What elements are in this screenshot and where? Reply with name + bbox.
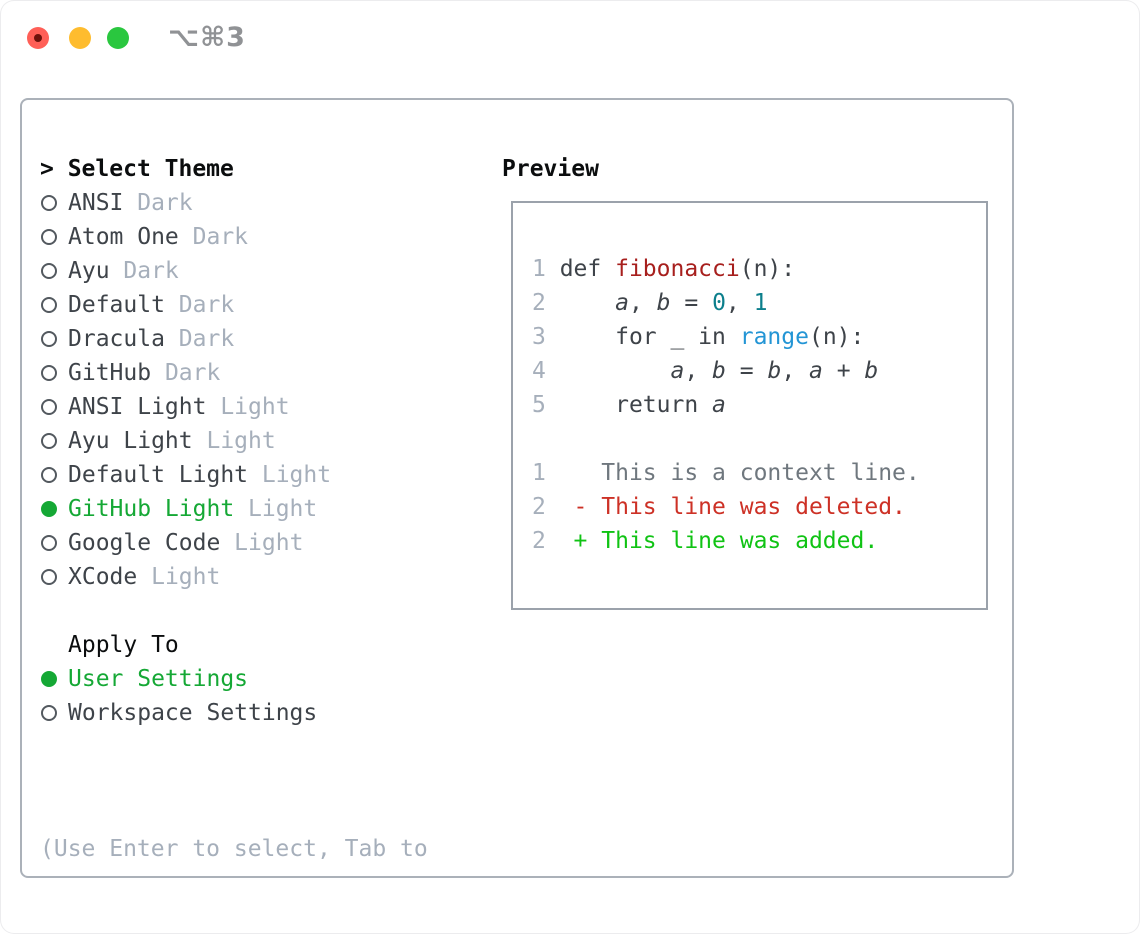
apply-option[interactable]: User Settings <box>40 662 317 696</box>
code-line-5: 5 return a <box>532 392 726 418</box>
close-button[interactable] <box>27 27 49 49</box>
code-line-3: 3 for _ in range(n): <box>532 324 865 350</box>
diff-deleted-line: 2 - This line was deleted. <box>532 494 906 520</box>
theme-option-label: Atom One <box>68 224 179 250</box>
radio-selected-icon <box>41 671 57 687</box>
theme-option[interactable]: GitHub Dark <box>40 356 331 390</box>
theme-option-variant: Light <box>220 530 304 556</box>
radio-icon <box>41 331 57 347</box>
theme-option-variant: Dark <box>123 190 193 216</box>
theme-option-variant: Light <box>192 428 276 454</box>
blank-line <box>532 422 920 456</box>
code-line-2: 2 a, b = 0, 1 <box>532 290 768 316</box>
theme-option[interactable]: XCode Light <box>40 560 331 594</box>
theme-option[interactable]: Default Dark <box>40 288 331 322</box>
radio-icon <box>41 399 57 415</box>
theme-option[interactable]: Default Light Light <box>40 458 331 492</box>
theme-option-variant: Light <box>137 564 221 590</box>
theme-option-label: Google Code <box>68 530 221 556</box>
prompt-caret: > <box>40 156 68 182</box>
theme-option-label: Dracula <box>68 326 165 352</box>
theme-option[interactable]: Google Code Light <box>40 526 331 560</box>
select-theme-header: > Select Theme <box>40 152 234 186</box>
radio-icon <box>41 229 57 245</box>
close-dot-icon <box>34 34 42 42</box>
theme-option-variant: Light <box>248 462 332 488</box>
theme-option-label: Ayu <box>68 258 110 284</box>
theme-option-label: ANSI Light <box>68 394 207 420</box>
hint-line-1: (Use Enter to select, Tab to <box>40 836 428 862</box>
theme-option[interactable]: Dracula Dark <box>40 322 331 356</box>
radio-icon <box>41 365 57 381</box>
apply-to-header: Apply To <box>68 632 179 658</box>
hint-text: (Use Enter to select, Tab to change focu… <box>40 764 428 934</box>
radio-icon <box>41 195 57 211</box>
theme-option-label: GitHub Light <box>68 496 235 522</box>
theme-option-label: Ayu Light <box>68 428 193 454</box>
theme-option[interactable]: Ayu Light Light <box>40 424 331 458</box>
apply-option[interactable]: Workspace Settings <box>40 696 317 730</box>
apply-option-label: User Settings <box>68 666 249 692</box>
code-line-4: 4 a, b = b, a + b <box>532 358 879 384</box>
radio-selected-icon <box>41 501 57 517</box>
minimize-button[interactable] <box>69 27 91 49</box>
apply-option-label: Workspace Settings <box>68 700 318 726</box>
theme-option[interactable]: ANSI Light Light <box>40 390 331 424</box>
theme-option-label: Default Light <box>68 462 249 488</box>
radio-icon <box>41 535 57 551</box>
theme-option-variant: Dark <box>178 224 249 250</box>
theme-option-label: XCode <box>68 564 138 590</box>
radio-icon <box>41 705 57 721</box>
window-title: ⌥⌘3 <box>168 22 246 53</box>
radio-icon <box>41 263 57 279</box>
zoom-button[interactable] <box>107 27 129 49</box>
preview-header: Preview <box>502 156 599 182</box>
titlebar: ⌥⌘3 <box>0 0 1140 70</box>
diff-context-line: 1 This is a context line. <box>532 460 920 486</box>
select-theme-label: Select Theme <box>67 156 234 182</box>
theme-option[interactable]: ANSI Dark <box>40 186 331 220</box>
theme-option-variant: Light <box>206 394 290 420</box>
theme-option-variant: Light <box>234 496 318 522</box>
theme-option-variant: Dark <box>164 292 235 318</box>
code-preview: 1 def fibonacci(n): 2 a, b = 0, 1 3 for _ … <box>532 252 920 558</box>
radio-icon <box>41 297 57 313</box>
preview-box: 1 def fibonacci(n): 2 a, b = 0, 1 3 for _ … <box>511 201 988 610</box>
radio-icon <box>41 569 57 585</box>
theme-option[interactable]: Ayu Dark <box>40 254 331 288</box>
theme-option[interactable]: Atom One Dark <box>40 220 331 254</box>
theme-option[interactable]: GitHub Light Light <box>40 492 331 526</box>
diff-added-line: 2 + This line was added. <box>532 528 879 554</box>
radio-icon <box>41 433 57 449</box>
theme-option-label: GitHub <box>68 360 152 386</box>
theme-option-label: ANSI <box>68 190 124 216</box>
theme-option-variant: Dark <box>151 360 221 386</box>
theme-option-variant: Dark <box>164 326 235 352</box>
radio-icon <box>41 467 57 483</box>
code-line-1: 1 def fibonacci(n): <box>532 256 796 282</box>
theme-option-variant: Dark <box>109 258 179 284</box>
theme-option-label: Default <box>68 292 165 318</box>
